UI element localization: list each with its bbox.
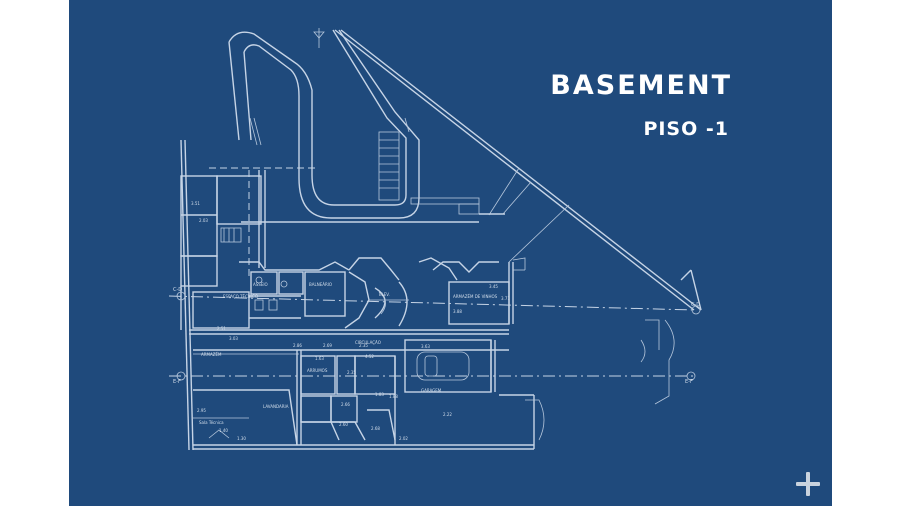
dim-label: 2.95 (197, 408, 206, 413)
dim-label: 2.03 (199, 218, 208, 223)
dim-label: 2.68 (371, 426, 380, 431)
room-label: BALNEÁRIO (309, 282, 332, 287)
dim-label: 2.02 (399, 436, 408, 441)
dim-label: 2.51 (217, 326, 226, 331)
room-label: ESPAÇO TÉCNICO (223, 294, 258, 299)
dim-label: 2.86 (293, 343, 302, 348)
dim-label: 2.60 (339, 422, 348, 427)
room-label: LAVANDARIA (263, 404, 289, 409)
floor-plan-drawing: C-D C-D E-F E-F 3.51 2.03 2.51 3.03 2.86… (168, 28, 702, 451)
room-label: ELEV. (379, 292, 390, 297)
room-label: GARAGEM (421, 388, 442, 393)
dim-label: 1.88 (389, 394, 398, 399)
dim-label: 3.51 (191, 201, 200, 206)
dim-label: 2.66 (341, 402, 350, 407)
dim-label: 2.35 (347, 370, 356, 375)
dim-label: 1.83 (375, 392, 384, 397)
dim-label: 3.63 (421, 344, 430, 349)
room-label: ASSEIO (253, 282, 268, 287)
dim-label: 2.69 (323, 343, 332, 348)
dim-label: 1.40 (219, 428, 228, 433)
dim-label: 1.30 (237, 436, 246, 441)
dim-label: 3.45 (489, 284, 498, 289)
dim-label: 2.35 (359, 343, 368, 348)
room-label: ARMAZÉM (201, 352, 222, 357)
section-marker-ef-right: E-F (685, 379, 693, 385)
room-label: CIRCULAÇÃO (355, 340, 381, 345)
dim-label: 1.63 (315, 356, 324, 361)
section-marker-cd-right: C-D (691, 302, 700, 308)
room-label: Sala Técnica (199, 420, 224, 425)
dim-label: 3.88 (453, 309, 462, 314)
page-title: BASEMENT (550, 70, 732, 101)
dim-label: 2.22 (443, 412, 452, 417)
room-label: ARRUMOS (307, 368, 328, 373)
dim-label: 3.71 (501, 296, 510, 301)
blueprint-panel: C-D C-D E-F E-F 3.51 2.03 2.51 3.03 2.86… (69, 0, 832, 506)
section-marker-cd-left: C-D (173, 287, 182, 293)
dim-label: 4.52 (365, 354, 374, 359)
page-subtitle: PISO -1 (643, 118, 729, 140)
section-marker-ef-left: E-F (173, 379, 181, 385)
dim-label: 3.03 (229, 336, 238, 341)
plus-icon[interactable] (794, 470, 822, 498)
room-label: ARMAZÉM DE VINHOS (453, 294, 498, 299)
